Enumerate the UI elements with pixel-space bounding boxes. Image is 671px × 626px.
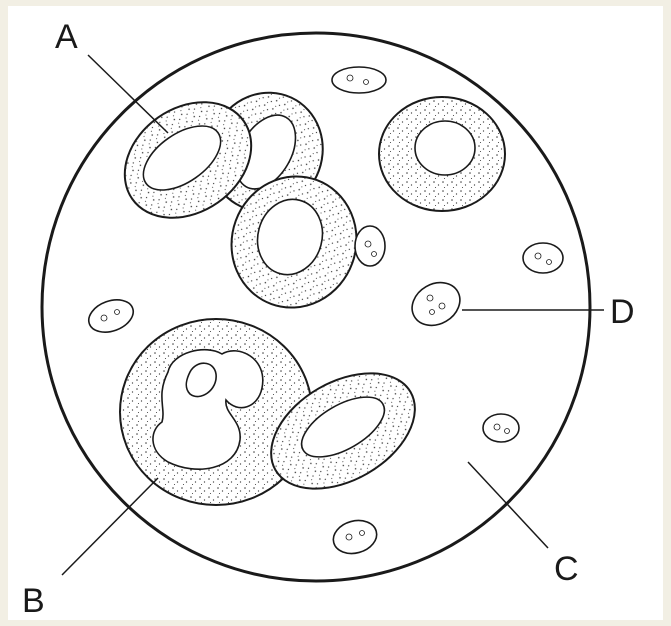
label-b: B	[22, 582, 45, 620]
platelet	[355, 226, 385, 266]
red-blood-cell	[379, 97, 505, 211]
leader-line-b	[62, 478, 158, 575]
platelet	[483, 414, 519, 442]
platelet	[332, 67, 386, 93]
platelet	[523, 243, 563, 273]
label-c: C	[554, 550, 579, 588]
label-a: A	[55, 18, 78, 56]
label-d: D	[610, 293, 635, 331]
